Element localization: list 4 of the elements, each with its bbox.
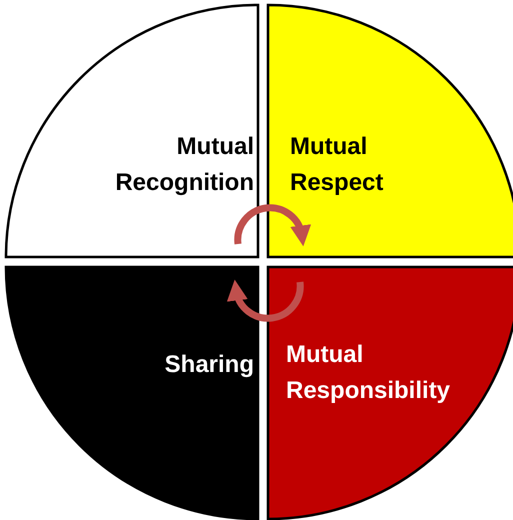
quadrant-label: Sharing <box>164 350 254 380</box>
quadrant-label: Mutual Responsibility <box>286 340 452 406</box>
quadrant-label: Mutual Respect <box>290 132 384 198</box>
quadrant-label: Mutual Recognition <box>114 132 254 198</box>
